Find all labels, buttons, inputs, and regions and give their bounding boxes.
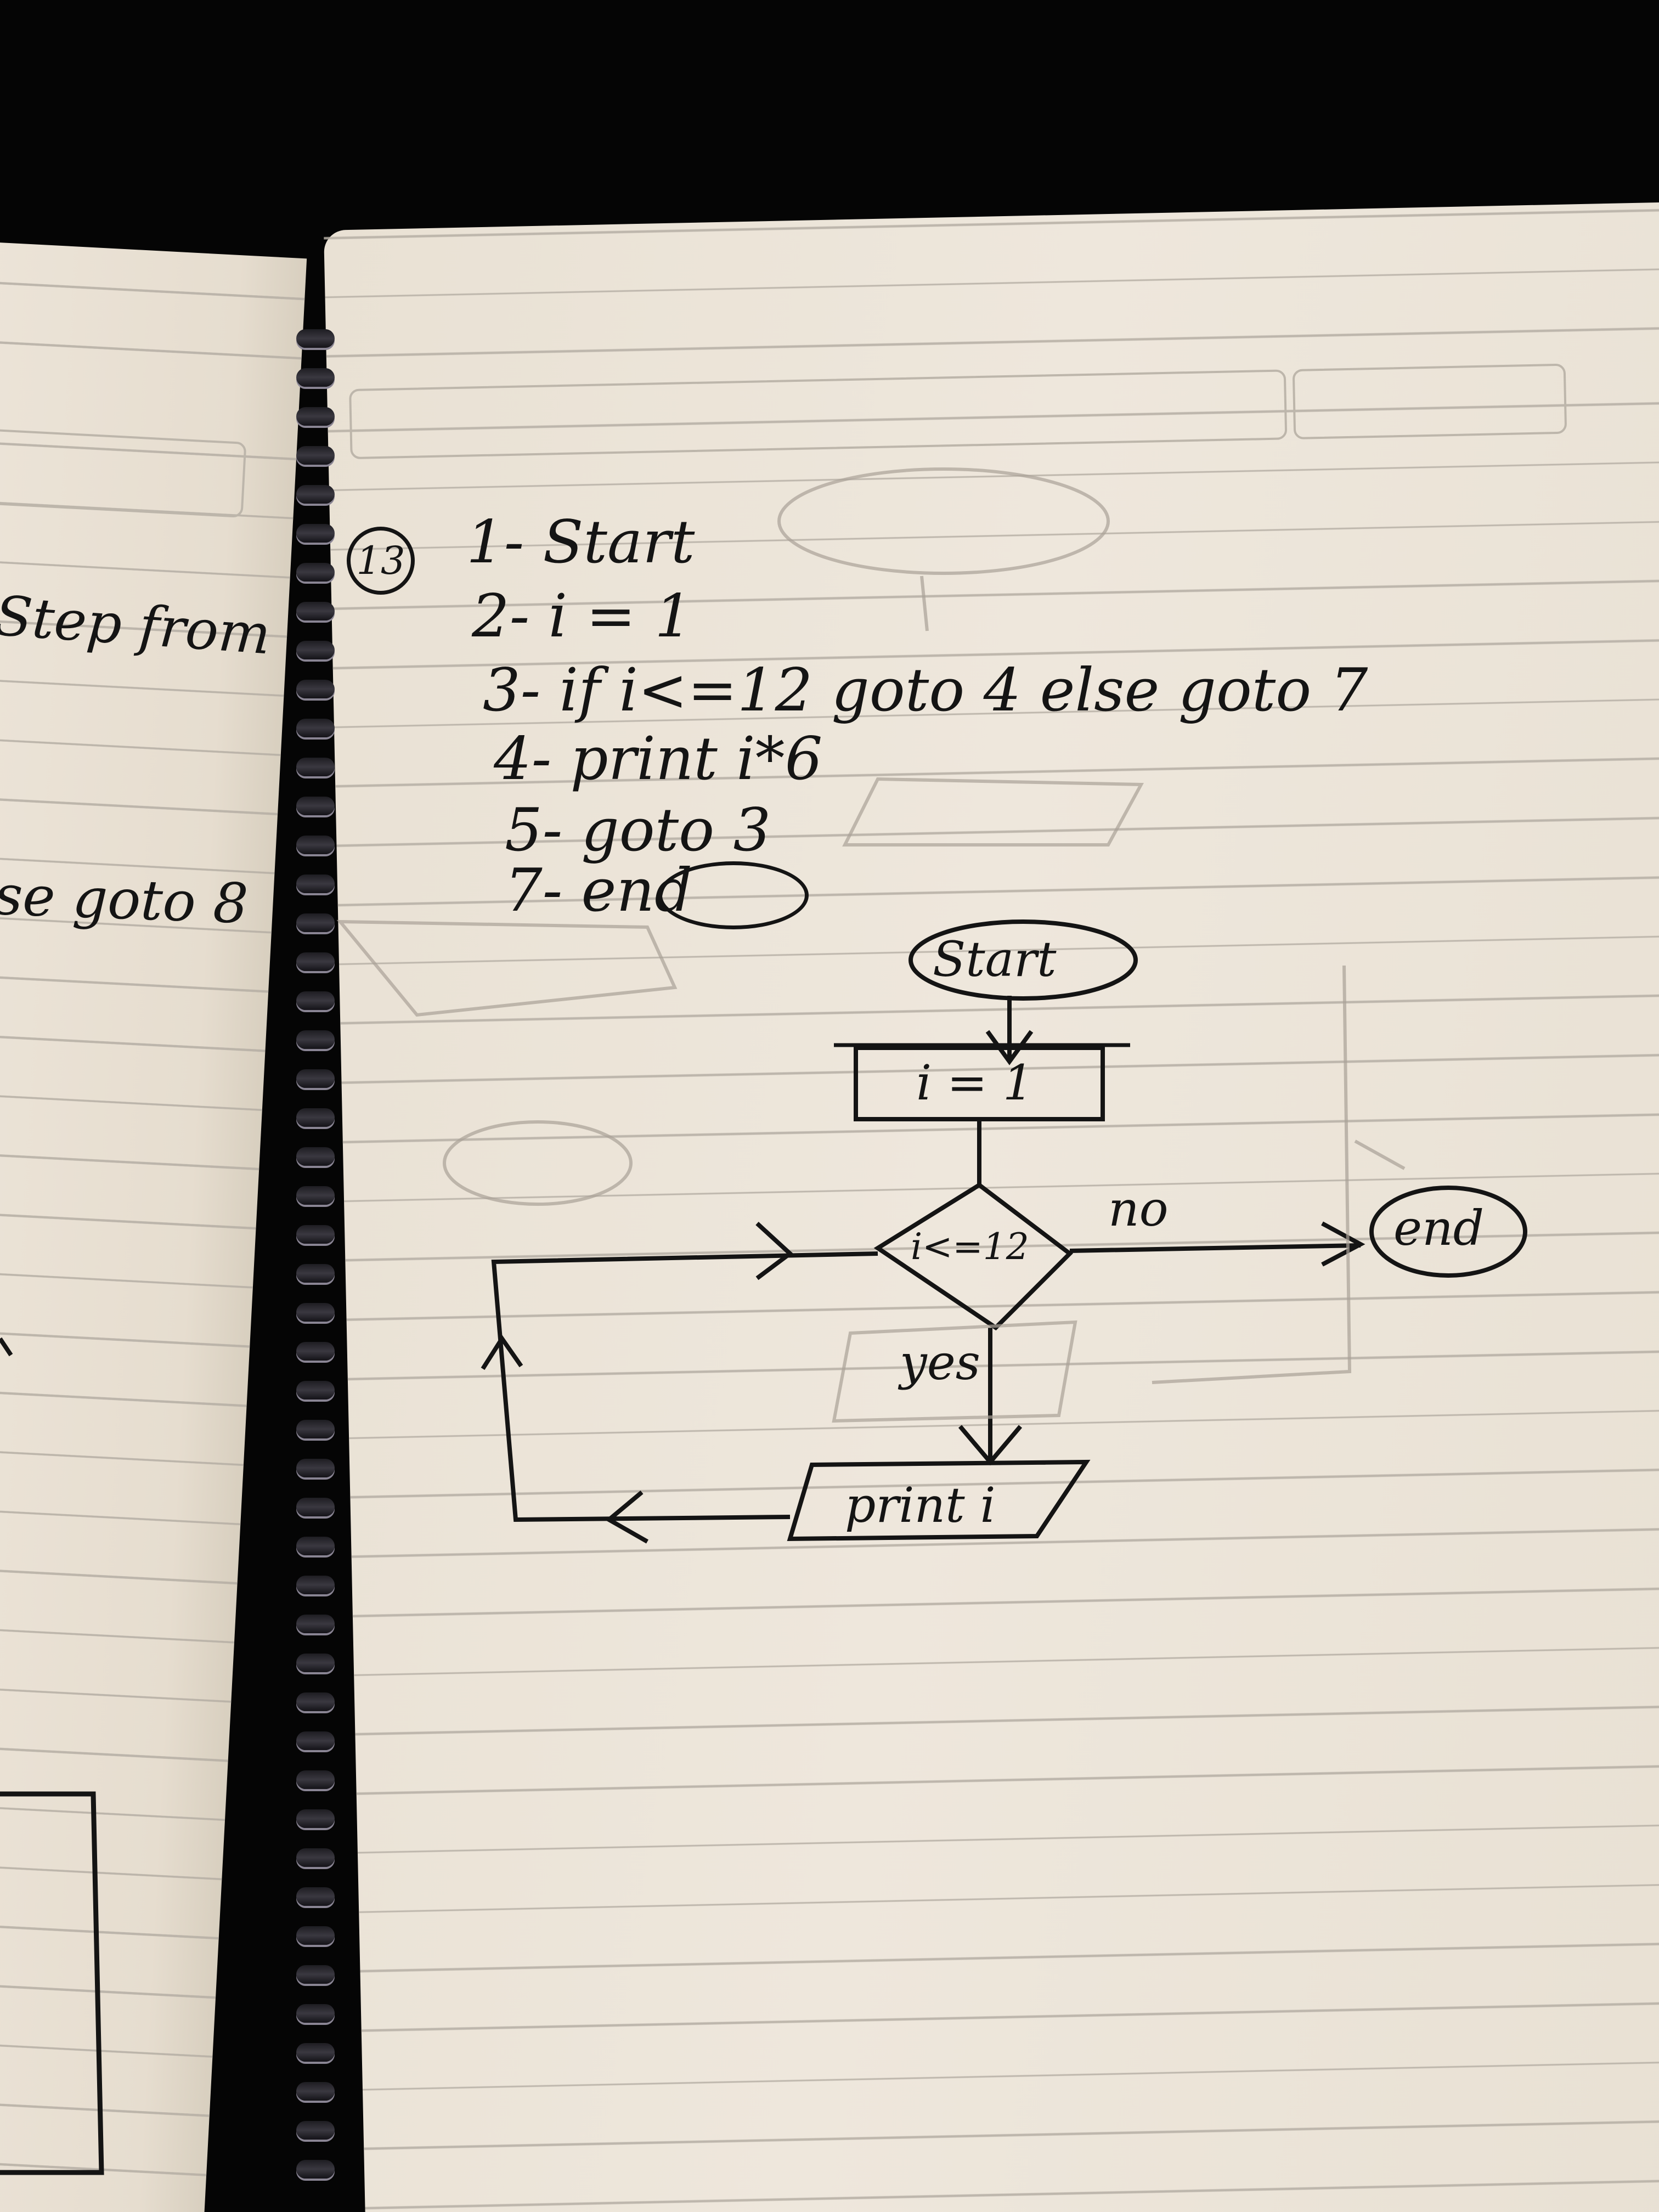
spiral-ring [296,2004,335,2023]
spiral-ring [296,1537,335,1555]
flow-no-label: no [1108,1181,1169,1237]
spiral-ring [296,524,335,543]
spiral-ring [296,1498,335,1516]
algo-line-1: 1- Start [466,508,695,577]
spiral-ring [296,1692,335,1711]
spiral-ring [296,2121,335,2140]
flow-yes-label: yes [900,1334,980,1391]
spiral-ring [296,368,335,387]
spiral-ring [296,1108,335,1127]
spiral-ring [296,1965,335,1984]
spiral-ring [296,1615,335,1633]
spiral-ring [296,485,335,504]
algo-line-5: 5- goto 3 [505,796,771,865]
spiral-ring [296,991,335,1010]
spiral-ring [296,1303,335,1322]
flow-start-label: Start [933,931,1057,988]
spiral-ring [296,1926,335,1945]
left-page [0,241,307,2212]
spiral-ring [296,1186,335,1205]
left-page-ruling [0,241,307,2212]
flow-print-label: print i [845,1477,996,1533]
algo-line-2: 2- i = 1 [472,582,692,651]
spiral-ring [296,1848,335,1867]
spiral-ring [296,1459,335,1477]
spiral-ring [296,602,335,620]
spiral-ring [296,913,335,932]
algo-line-4: 4- print i*6 [494,725,823,793]
spiral-ring [296,1264,335,1283]
spiral-ring [296,1731,335,1750]
spiral-ring [296,874,335,893]
spiral-ring [296,797,335,815]
spiral-ring [296,1147,335,1166]
spiral-ring [296,2082,335,2101]
spiral-ring [296,758,335,776]
right-header-box-date [1292,363,1567,440]
spiral-ring [296,1887,335,1906]
spiral-ring [296,641,335,659]
spiral-ring [296,329,335,348]
spiral-ring [296,1770,335,1789]
flow-end-label: end [1393,1200,1485,1256]
spiral-binding [285,329,346,2212]
page-number: 13 [356,538,405,583]
spiral-ring [296,407,335,426]
spiral-ring [296,1809,335,1828]
flow-init-label: i = 1 [916,1054,1034,1111]
spiral-ring [296,1576,335,1594]
flow-decision-label: i<=12 [911,1226,1029,1268]
spiral-ring [296,1030,335,1049]
spiral-ring [296,1381,335,1400]
spiral-ring [296,680,335,698]
spiral-ring [296,446,335,465]
spiral-ring [296,1342,335,1361]
spiral-ring [296,952,335,971]
page-number-circle: 13 [347,527,415,595]
spiral-ring [296,2043,335,2062]
left-text-goto8: se goto 8 [0,862,250,936]
spiral-ring [296,719,335,737]
spiral-ring [296,1069,335,1088]
algo-end-circle [658,861,809,929]
spiral-ring [296,1420,335,1438]
spiral-ring [296,836,335,854]
spiral-ring [296,1654,335,1672]
algo-line-3: 3- if i<=12 goto 4 else goto 7 [483,656,1368,725]
left-header-box [0,427,247,518]
spiral-ring [296,563,335,582]
spiral-ring [296,1225,335,1244]
spiral-ring [296,2160,335,2179]
